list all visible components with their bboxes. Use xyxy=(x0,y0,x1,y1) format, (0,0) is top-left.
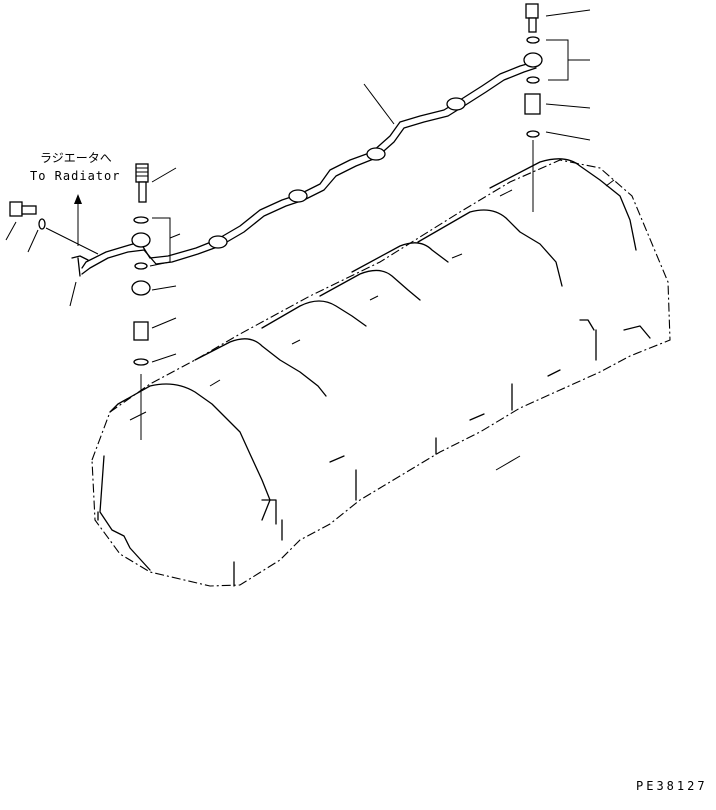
left-fitting-stack xyxy=(131,163,151,440)
fuel-pipe-assembly xyxy=(71,61,537,277)
right-fitting-stack xyxy=(523,3,543,212)
engine-block xyxy=(91,158,671,587)
leader-lines xyxy=(5,9,591,363)
drawing-code: PE38127 xyxy=(636,779,708,793)
to-radiator-jp-label: ラジエータへ xyxy=(40,151,112,165)
to-radiator-en-label: To Radiator xyxy=(30,169,120,183)
to-radiator-arrow xyxy=(74,194,82,246)
bolt-left xyxy=(9,201,99,255)
